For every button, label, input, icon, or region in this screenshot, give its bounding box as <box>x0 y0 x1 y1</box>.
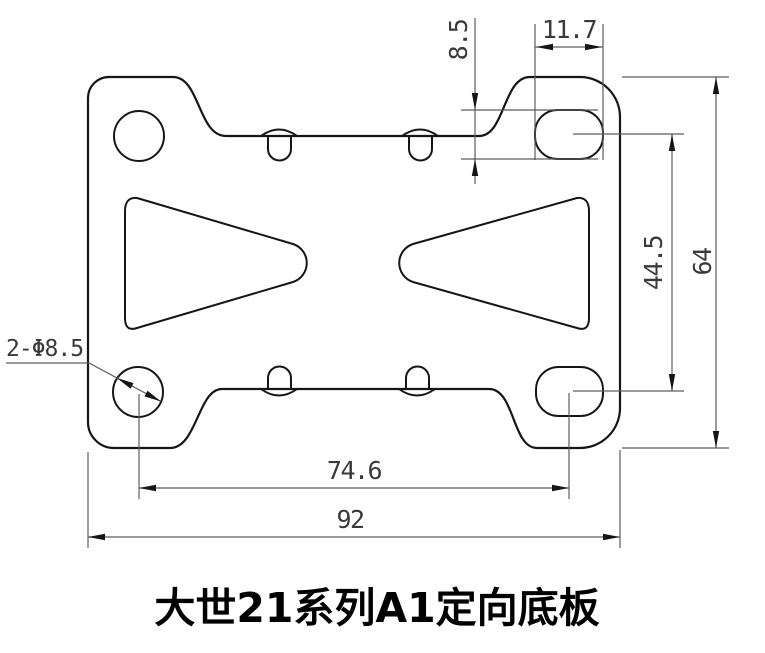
arrow-left-icon <box>139 484 156 492</box>
arrow-left-icon <box>88 533 105 541</box>
dim-plate-width: 92 <box>87 450 621 548</box>
dim-hole-pitch-horizontal: 74.6 <box>138 393 570 499</box>
arrow-down-icon <box>471 93 479 110</box>
dim-slot-height: 8.5 <box>444 18 598 184</box>
arrow-up-left-icon <box>117 378 134 389</box>
dim-plate-width-label: 92 <box>336 505 363 534</box>
arrow-right-icon <box>603 533 620 541</box>
arrow-down-right-icon <box>144 390 161 402</box>
tab-bottom-left <box>260 365 298 397</box>
plate <box>86 75 622 450</box>
plate-outline <box>86 75 622 450</box>
tab-bottom-right <box>398 365 436 397</box>
dim-slot-width: 11.7 <box>534 15 604 160</box>
dim-hole-callout-label: 2-Φ8.5 <box>6 336 83 362</box>
cutout-triangle-left <box>124 196 308 330</box>
dim-plate-height-label: 64 <box>688 248 717 276</box>
arrow-up-icon <box>471 159 479 176</box>
hole-bottom-left <box>112 366 164 418</box>
dim-hole-pitch-vertical: 44.5 <box>573 133 684 392</box>
dim-slot-width-label: 11.7 <box>542 15 597 44</box>
dim-hole-callout: 2-Φ8.5 <box>6 336 162 403</box>
tab-top-left <box>260 128 298 162</box>
arrow-down-icon <box>712 431 720 448</box>
dim-hole-pitch-vertical-label: 44.5 <box>639 235 668 290</box>
cutout-triangle-right <box>398 196 590 330</box>
hole-top-left <box>113 110 165 162</box>
arrow-right-icon <box>585 43 602 51</box>
arrow-up-icon <box>668 134 676 151</box>
arrow-left-icon <box>536 43 553 51</box>
arrow-up-icon <box>712 77 720 94</box>
drawing-title: 大世21系列A1定向底板 <box>154 584 599 632</box>
arrow-right-icon <box>552 484 569 492</box>
arrow-down-icon <box>668 374 676 391</box>
tab-top-right <box>401 128 439 162</box>
dim-slot-height-label: 8.5 <box>444 19 473 60</box>
dim-hole-pitch-horizontal-label: 74.6 <box>327 456 382 485</box>
dim-plate-height: 64 <box>622 76 729 449</box>
